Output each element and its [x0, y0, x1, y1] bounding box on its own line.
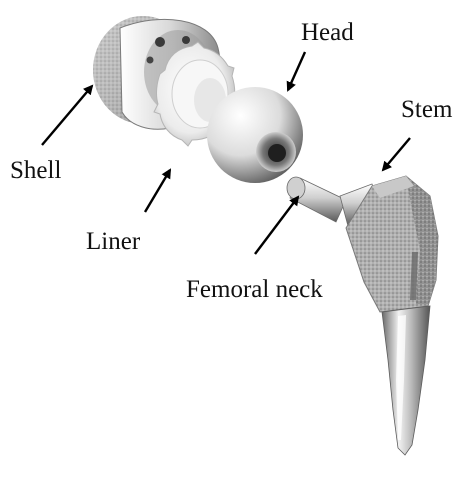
label-shell: Shell	[10, 158, 61, 183]
shell-screw-hole	[182, 36, 190, 44]
label-liner: Liner	[86, 229, 140, 254]
arrow-head-callout	[288, 52, 305, 90]
shell-screw-hole	[155, 37, 165, 47]
arrow-stem-callout	[383, 138, 410, 170]
head-bore-core	[268, 144, 286, 162]
stem-component	[346, 176, 438, 455]
arrow-femoral-neck-callout	[255, 197, 298, 254]
label-femoral-neck: Femoral neck	[186, 277, 323, 302]
arrow-shell-callout	[42, 86, 92, 145]
femoral-head-ball	[207, 87, 303, 183]
head-component	[207, 87, 303, 183]
arrow-liner-callout	[145, 170, 170, 212]
stem-distal-taper	[382, 306, 430, 455]
shell-screw-hole	[147, 57, 154, 64]
label-head: Head	[301, 20, 354, 45]
label-stem: Stem	[401, 97, 452, 122]
neck-end-face	[287, 177, 305, 199]
